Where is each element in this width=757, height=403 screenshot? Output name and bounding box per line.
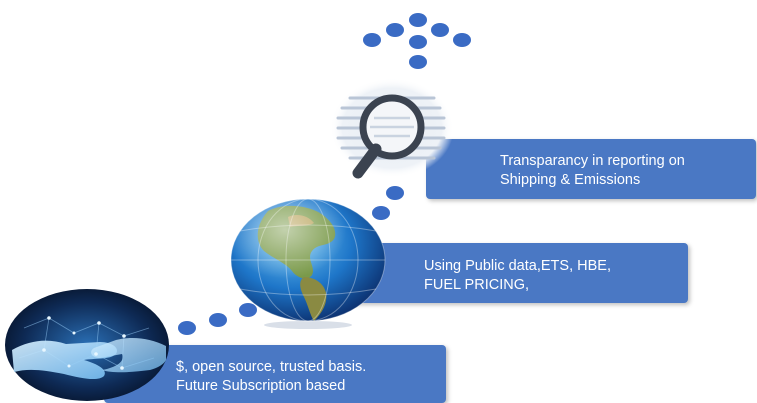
path-dot — [386, 23, 404, 37]
step-box-transparency: Transparancy in reporting on Shipping & … — [426, 139, 756, 199]
step-text-line: $, open source, trusted basis. — [176, 359, 367, 375]
path-dot — [431, 23, 449, 37]
path-dot — [386, 186, 404, 200]
step-text-line: FUEL PRICING, — [424, 277, 530, 293]
path-dot — [409, 35, 427, 49]
step-text-line: Using Public data,ETS, HBE, — [424, 258, 611, 274]
step-text-line: Transparancy in reporting on — [500, 153, 685, 169]
path-dot — [363, 33, 381, 47]
globe-icon — [230, 198, 386, 329]
path-dot — [453, 33, 471, 47]
path-dot — [178, 321, 196, 335]
handshake-icon — [5, 289, 169, 401]
path-dot — [409, 13, 427, 27]
path-dot — [239, 303, 257, 317]
magnifier-icon — [330, 78, 454, 179]
step-text-line: Future Subscription based — [176, 378, 346, 394]
path-dot — [372, 206, 390, 220]
path-dot — [209, 313, 227, 327]
path-dot — [409, 55, 427, 69]
step-text-line: Shipping & Emissions — [500, 172, 641, 188]
step-box-public-data: Using Public data,ETS, HBE, FUEL PRICING… — [350, 243, 688, 303]
